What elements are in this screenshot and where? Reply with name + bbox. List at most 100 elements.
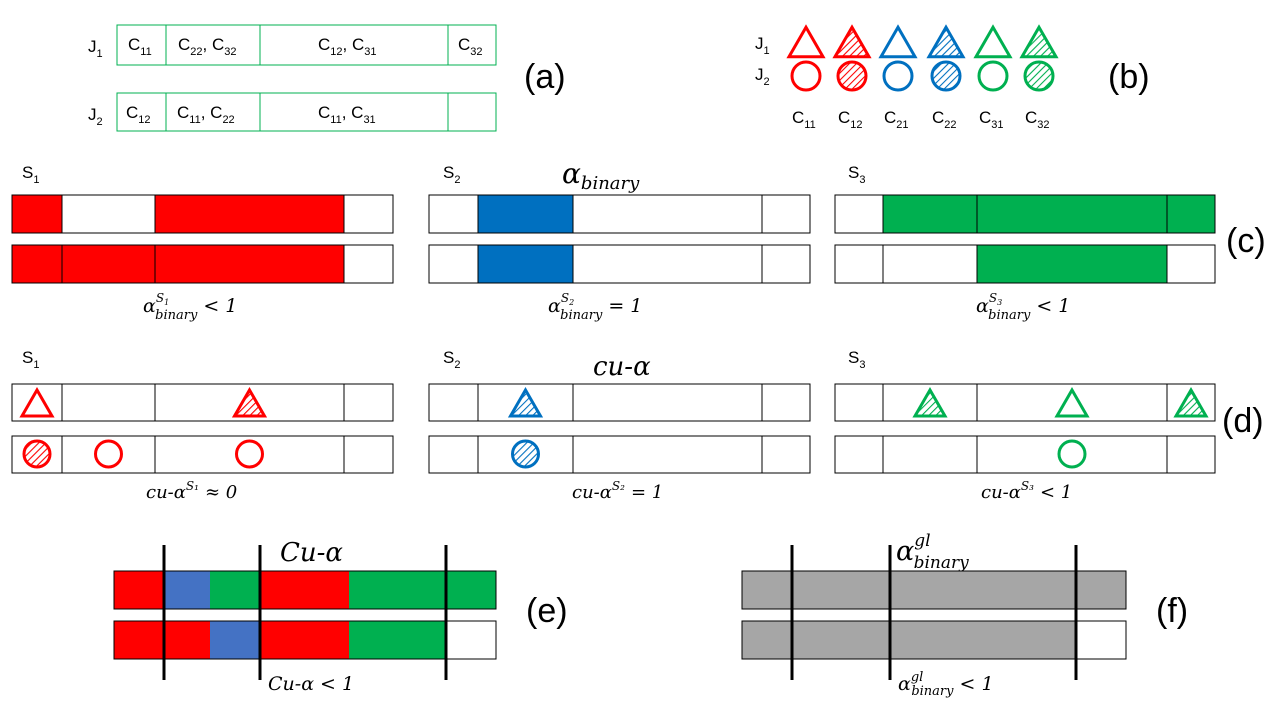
empty-cell [343, 383, 394, 422]
filled-cell [210, 621, 260, 659]
job-label: J1 [88, 37, 103, 60]
filled-cell [11, 244, 63, 284]
empty-cell [761, 435, 811, 474]
triangle-icon [878, 24, 918, 59]
server-label: S3 [848, 163, 865, 186]
hatched-circle-icon [511, 439, 540, 469]
circle-icon [94, 439, 123, 469]
row-label: J1 [755, 34, 770, 57]
panel-e: Cu-α Cu-α< 1 (e) [113, 538, 568, 695]
empty-cell [572, 244, 763, 284]
filled-cell [976, 244, 1168, 284]
server-label: S2 [443, 348, 460, 371]
empty-cell [61, 194, 156, 234]
empty-cell [343, 194, 394, 234]
job-label: J2 [88, 105, 103, 128]
empty-cell [572, 194, 763, 234]
cell-text: C11, C22 [177, 103, 235, 126]
filled-cell [61, 244, 156, 284]
triangle-icon [1054, 386, 1090, 418]
triangle-icon [786, 24, 826, 59]
hatched-circle-icon [836, 60, 868, 92]
circle-icon [790, 60, 822, 92]
gray-bar [741, 570, 1127, 610]
cu-alpha-caption: cu-αS₃< 1 [981, 479, 1072, 503]
empty-cell [445, 620, 497, 660]
panel-label-c: (c) [1226, 222, 1266, 260]
hatched-circle-icon [22, 439, 52, 469]
triangle-icon [19, 386, 55, 418]
empty-cell [428, 244, 479, 284]
panel-label-b: (b) [1108, 58, 1150, 96]
legend-label: C31 [979, 108, 1004, 131]
hatched-triangle-icon [231, 386, 268, 418]
filled-cell [154, 194, 345, 234]
hatched-triangle-icon [832, 24, 872, 59]
panel-a: J1 C11 C22, C32 C12, C31 C32 J2 C12 C11,… [88, 24, 566, 132]
empty-cell [761, 383, 811, 422]
empty-cell [572, 383, 763, 422]
legend-label: C12 [838, 108, 863, 131]
panel-a-row-j1: J1 C11 C22, C32 C12, C31 C32 [88, 24, 497, 66]
circle-icon [977, 60, 1009, 92]
filled-cell [164, 621, 210, 659]
cu-alpha-caption: cu-αS₂= 1 [572, 479, 663, 503]
legend-label: C22 [932, 108, 957, 131]
filled-cell [446, 571, 496, 609]
empty-cell [834, 244, 884, 284]
circle-icon [882, 60, 914, 92]
cu-alpha-caption: cu-αS₁≈ 0 [146, 479, 237, 503]
hatched-triangle-icon [507, 386, 544, 418]
hatched-triangle-icon [1173, 386, 1209, 418]
hatched-circle-icon [930, 60, 962, 92]
empty-cell [761, 244, 811, 284]
table-border [116, 24, 497, 66]
circle-icon [235, 439, 264, 469]
triangle-icon [973, 24, 1013, 59]
panel-label-e: (e) [526, 592, 568, 630]
empty-cell [1166, 244, 1216, 284]
empty-cell [61, 383, 156, 422]
server-label: S1 [22, 163, 39, 186]
empty-cell [343, 244, 394, 284]
filled-cell [1166, 194, 1216, 234]
empty-cell [1166, 435, 1216, 474]
cell-text: C32 [458, 35, 483, 58]
table-border [116, 92, 497, 132]
filled-cell [477, 194, 574, 234]
panel-e-title: Cu-α [280, 538, 343, 568]
server-label: S3 [848, 348, 865, 371]
filled-cell [882, 194, 978, 234]
filled-cell [349, 621, 446, 659]
filled-cell [349, 571, 446, 609]
panel-label-f: (f) [1156, 592, 1188, 630]
empty-cell [428, 383, 479, 422]
panel-e-caption: Cu-α< 1 [268, 673, 354, 695]
hatched-triangle-icon [926, 24, 966, 59]
cell-text: C22, C32 [178, 35, 237, 58]
filled-cell [114, 571, 164, 609]
empty-cell [882, 244, 978, 284]
filled-cell [164, 571, 210, 609]
panel-c-title: αbinary [562, 157, 640, 194]
filled-cell [11, 194, 63, 234]
empty-cell [1075, 620, 1127, 660]
cell-text: C12 [126, 103, 151, 126]
empty-cell [834, 383, 884, 422]
bar-outline [113, 620, 497, 660]
hatched-triangle-icon [912, 386, 948, 418]
cell-text: C11, C31 [318, 103, 376, 126]
panel-label-d: (d) [1222, 402, 1264, 440]
legend-label: C21 [884, 108, 909, 131]
legend-label: C11 [792, 108, 816, 131]
hatched-circle-icon [1023, 60, 1055, 92]
